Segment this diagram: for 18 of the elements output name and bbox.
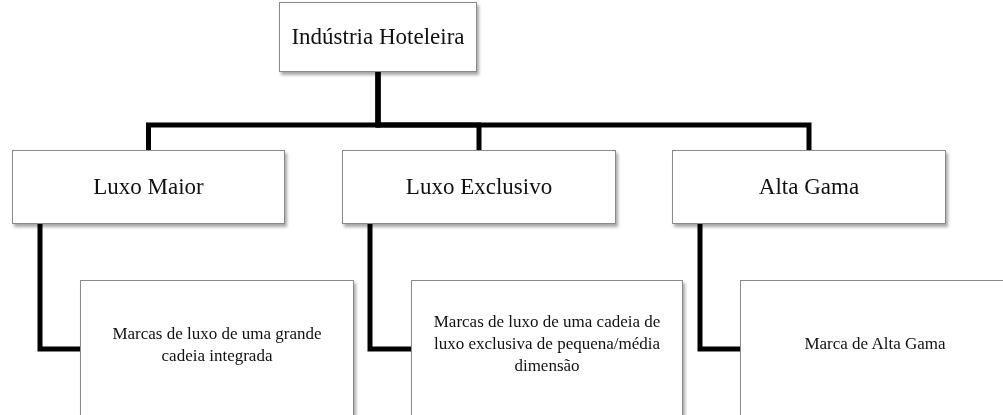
text-box xyxy=(342,150,616,224)
box-label: Marca de Alta Gama xyxy=(804,333,946,355)
text-box xyxy=(80,280,354,415)
connector-line xyxy=(375,72,812,150)
box-label: Luxo Maior xyxy=(93,173,204,201)
text-box xyxy=(740,280,1003,415)
connector-line xyxy=(37,224,80,352)
text-box xyxy=(672,150,946,224)
box-label: Marcas de luxo de uma cadeia de luxo exclusiva de pequena/média dimensão xyxy=(432,311,662,378)
text-box xyxy=(12,150,285,224)
box-label: Luxo Exclusivo xyxy=(405,173,553,201)
box-label: Indústria Hoteleira xyxy=(291,23,465,51)
text-box xyxy=(279,2,477,72)
box-label: Alta Gama xyxy=(758,173,860,201)
text-box xyxy=(411,280,683,415)
connector-line xyxy=(367,224,411,352)
connector-line xyxy=(697,224,740,352)
box-label: Marcas de luxo de uma grande cadeia integrada xyxy=(111,323,323,368)
